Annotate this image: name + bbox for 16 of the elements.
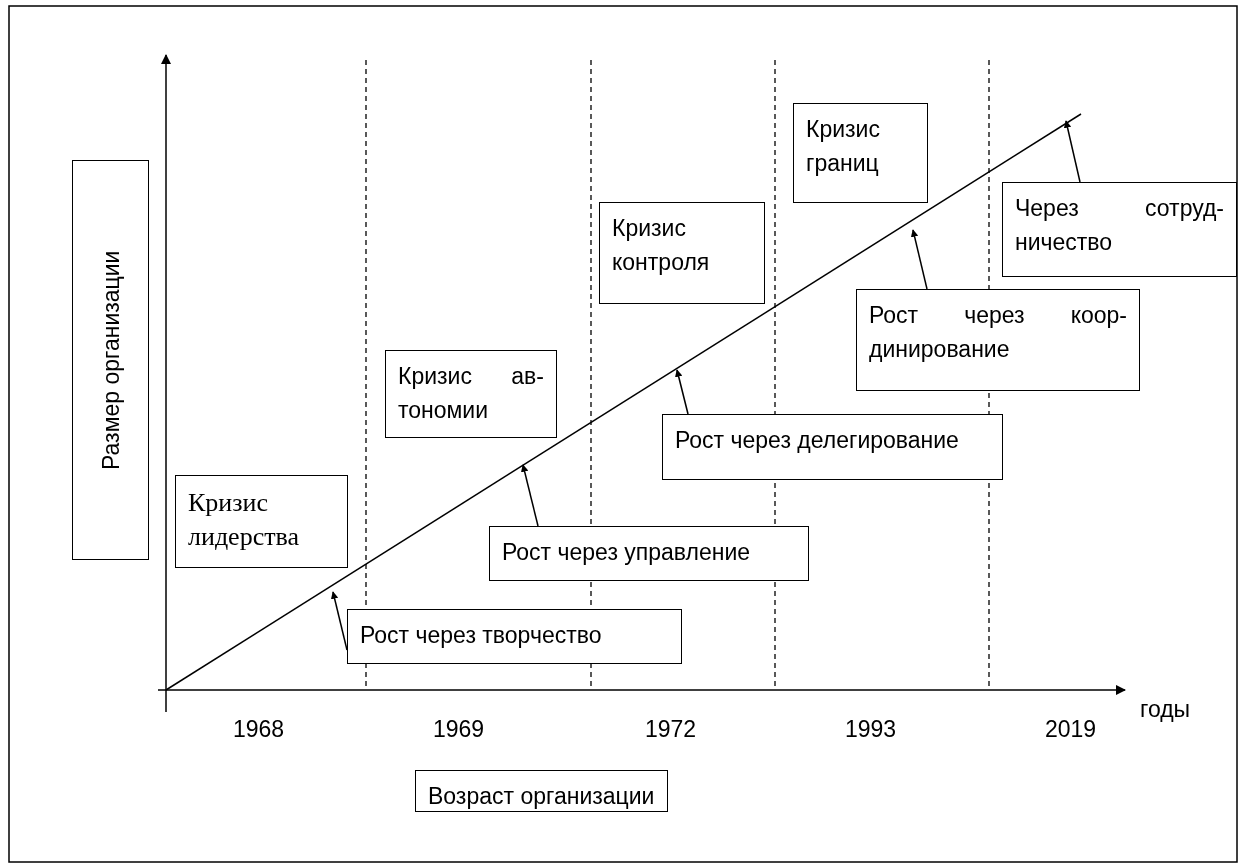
year-label: 1968 <box>233 716 285 743</box>
stage-box: Рост через коор- динирование <box>856 289 1140 391</box>
year-label: 1993 <box>845 716 897 743</box>
year-label: 1969 <box>433 716 485 743</box>
axis-title-box: Возраст организации <box>415 770 668 812</box>
leader-arrow <box>330 591 348 651</box>
year-label: 2019 <box>1045 716 1097 743</box>
leader-arrow <box>1063 120 1081 183</box>
axis-title-box: Размер организации <box>72 160 149 560</box>
leader-arrow <box>910 229 928 290</box>
year-label: 1972 <box>645 716 697 743</box>
stage-box: Через сотруд- ничество <box>1002 182 1237 277</box>
leader-arrow <box>520 464 539 527</box>
stage-box: Кризис границ <box>793 103 928 203</box>
leader-arrow <box>675 369 689 415</box>
axis-label: годы <box>1140 696 1191 723</box>
